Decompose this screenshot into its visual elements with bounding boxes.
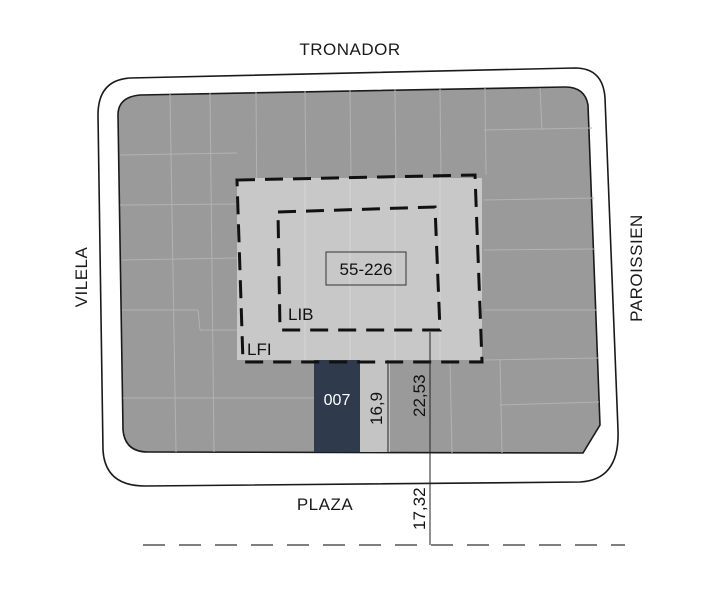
street-south: PLAZA xyxy=(297,495,354,514)
lib-label: LIB xyxy=(288,305,314,324)
street-north: TRONADOR xyxy=(299,40,400,59)
street-west: VILELA xyxy=(72,247,91,308)
corner-dim: 17,32 xyxy=(410,487,429,530)
block-code-box xyxy=(325,251,407,286)
parcel-number: 007 xyxy=(324,392,351,409)
depth-dim: 22,53 xyxy=(410,374,429,417)
parcel-divisions xyxy=(119,86,600,454)
block-core xyxy=(237,178,482,360)
parcel-007[interactable] xyxy=(314,360,360,452)
lfi-line xyxy=(235,173,484,364)
frontage-dim: 16,9 xyxy=(367,392,386,425)
block-code: 55-226 xyxy=(340,260,393,279)
lfi-label: LFI xyxy=(247,340,272,359)
street-east: PAROISSIEN xyxy=(627,214,646,322)
parcel-frontage-strip xyxy=(360,360,390,452)
lib-line xyxy=(276,205,442,332)
